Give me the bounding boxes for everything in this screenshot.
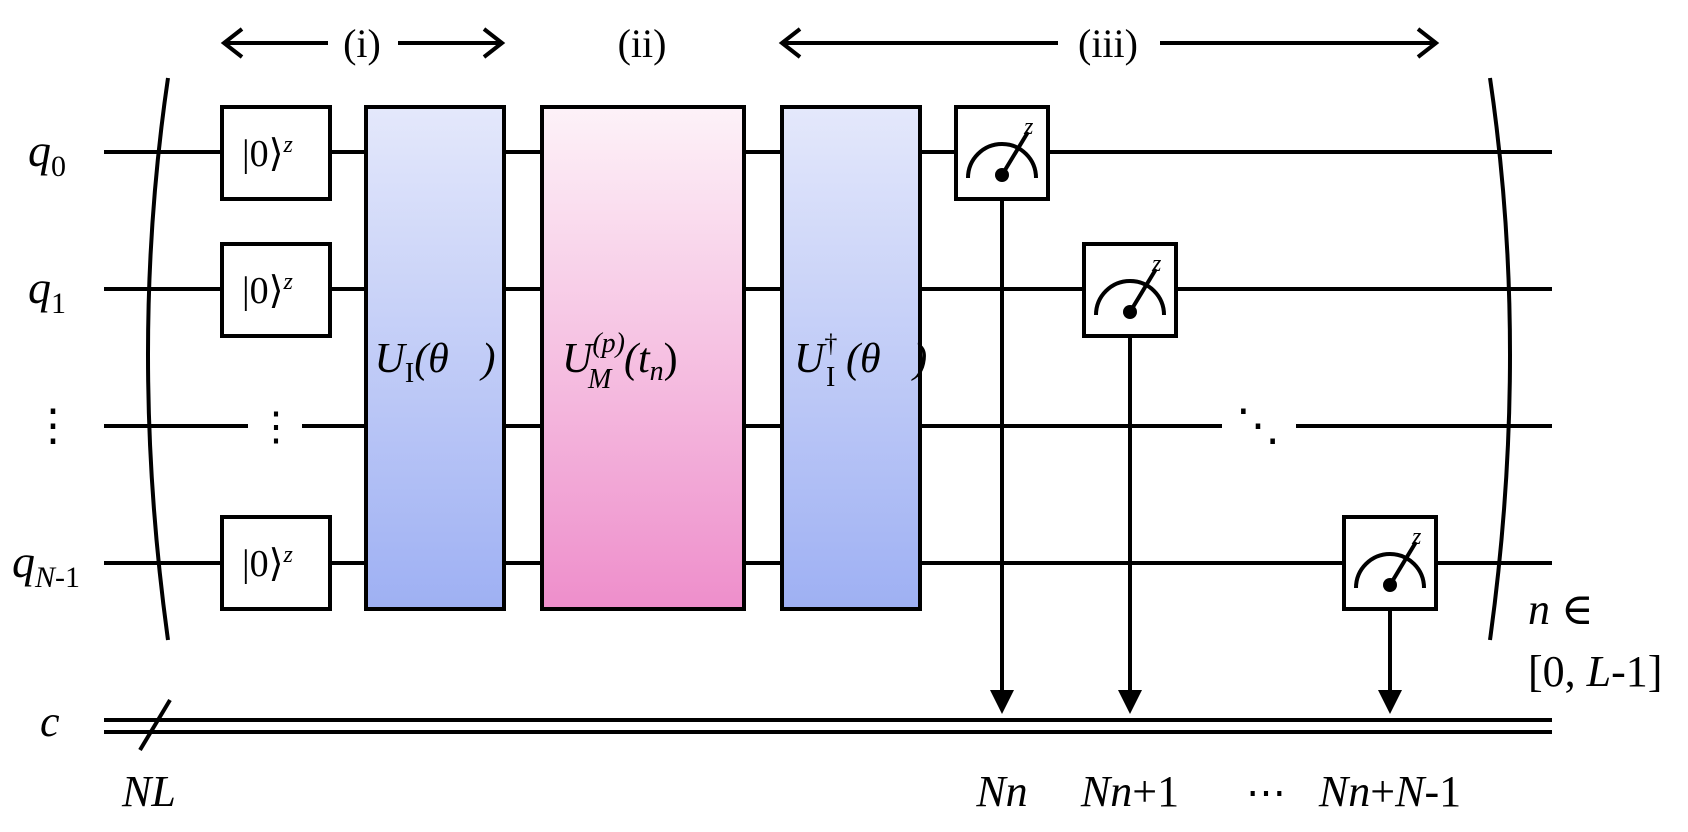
loop-range: [0, L-1] xyxy=(1528,647,1662,696)
classical-register xyxy=(104,698,1552,752)
phase-iii-label: (iii) xyxy=(1078,21,1138,66)
init-gate-qN: |0⟩z xyxy=(220,515,332,611)
loop-bracket-right xyxy=(1488,77,1512,641)
svg-text:z: z xyxy=(1023,114,1034,140)
measure-diag-dots: ⋱ xyxy=(1236,401,1280,450)
svg-text:UI(θ⃗): UI(θ⃗) xyxy=(375,336,496,389)
phase-i-arrow xyxy=(220,27,506,59)
svg-text:M: M xyxy=(587,364,613,395)
phase-ii-label: (ii) xyxy=(618,21,667,66)
svg-text:U†: U† xyxy=(794,329,837,382)
svg-text:z: z xyxy=(1151,251,1162,277)
init-dots: ⋮ xyxy=(256,404,296,449)
gate-u-i: UI(θ⃗) xyxy=(364,105,506,611)
label-q0: q0 xyxy=(28,125,66,183)
measure-qN: z xyxy=(1342,515,1438,611)
register-size-label: NL xyxy=(121,767,176,816)
gate-u-i-dagger: U† I (θ⃗) xyxy=(780,105,927,611)
svg-text:(tn): (tn) xyxy=(624,336,678,387)
phase-i-label: (i) xyxy=(343,21,381,66)
svg-text:I: I xyxy=(826,362,835,393)
init-gate-q0: |0⟩z xyxy=(220,105,332,201)
svg-text:|0⟩z: |0⟩z xyxy=(242,132,293,175)
register-slash xyxy=(138,698,172,752)
bit-label-last: Nn+N-1 xyxy=(1318,767,1461,816)
loop-bracket-left xyxy=(146,77,170,641)
svg-text:(θ⃗): (θ⃗) xyxy=(846,336,927,382)
svg-text:|0⟩z: |0⟩z xyxy=(242,269,293,312)
svg-text:z: z xyxy=(1411,524,1422,550)
label-qdots: ⋮ xyxy=(31,401,75,450)
phase-iii-arrow xyxy=(778,27,1440,59)
bit-label-1: Nn+1 xyxy=(1080,767,1179,816)
loop-var: n ∈ xyxy=(1528,585,1594,634)
label-qN: qN-1 xyxy=(12,536,80,594)
bit-label-0: Nn xyxy=(975,767,1027,816)
label-q1: q1 xyxy=(28,262,66,320)
gate-u-m: U(p) M (tn) xyxy=(540,105,746,611)
label-c: c xyxy=(40,697,60,746)
bit-label-dots: ⋯ xyxy=(1246,770,1286,815)
svg-text:U(p): U(p) xyxy=(562,328,625,382)
measure-arrows xyxy=(990,199,1402,714)
measure-q1: z xyxy=(1082,242,1178,338)
measure-q0: z xyxy=(954,105,1050,201)
svg-text:|0⟩z: |0⟩z xyxy=(242,542,293,585)
init-gate-q1: |0⟩z xyxy=(220,242,332,338)
